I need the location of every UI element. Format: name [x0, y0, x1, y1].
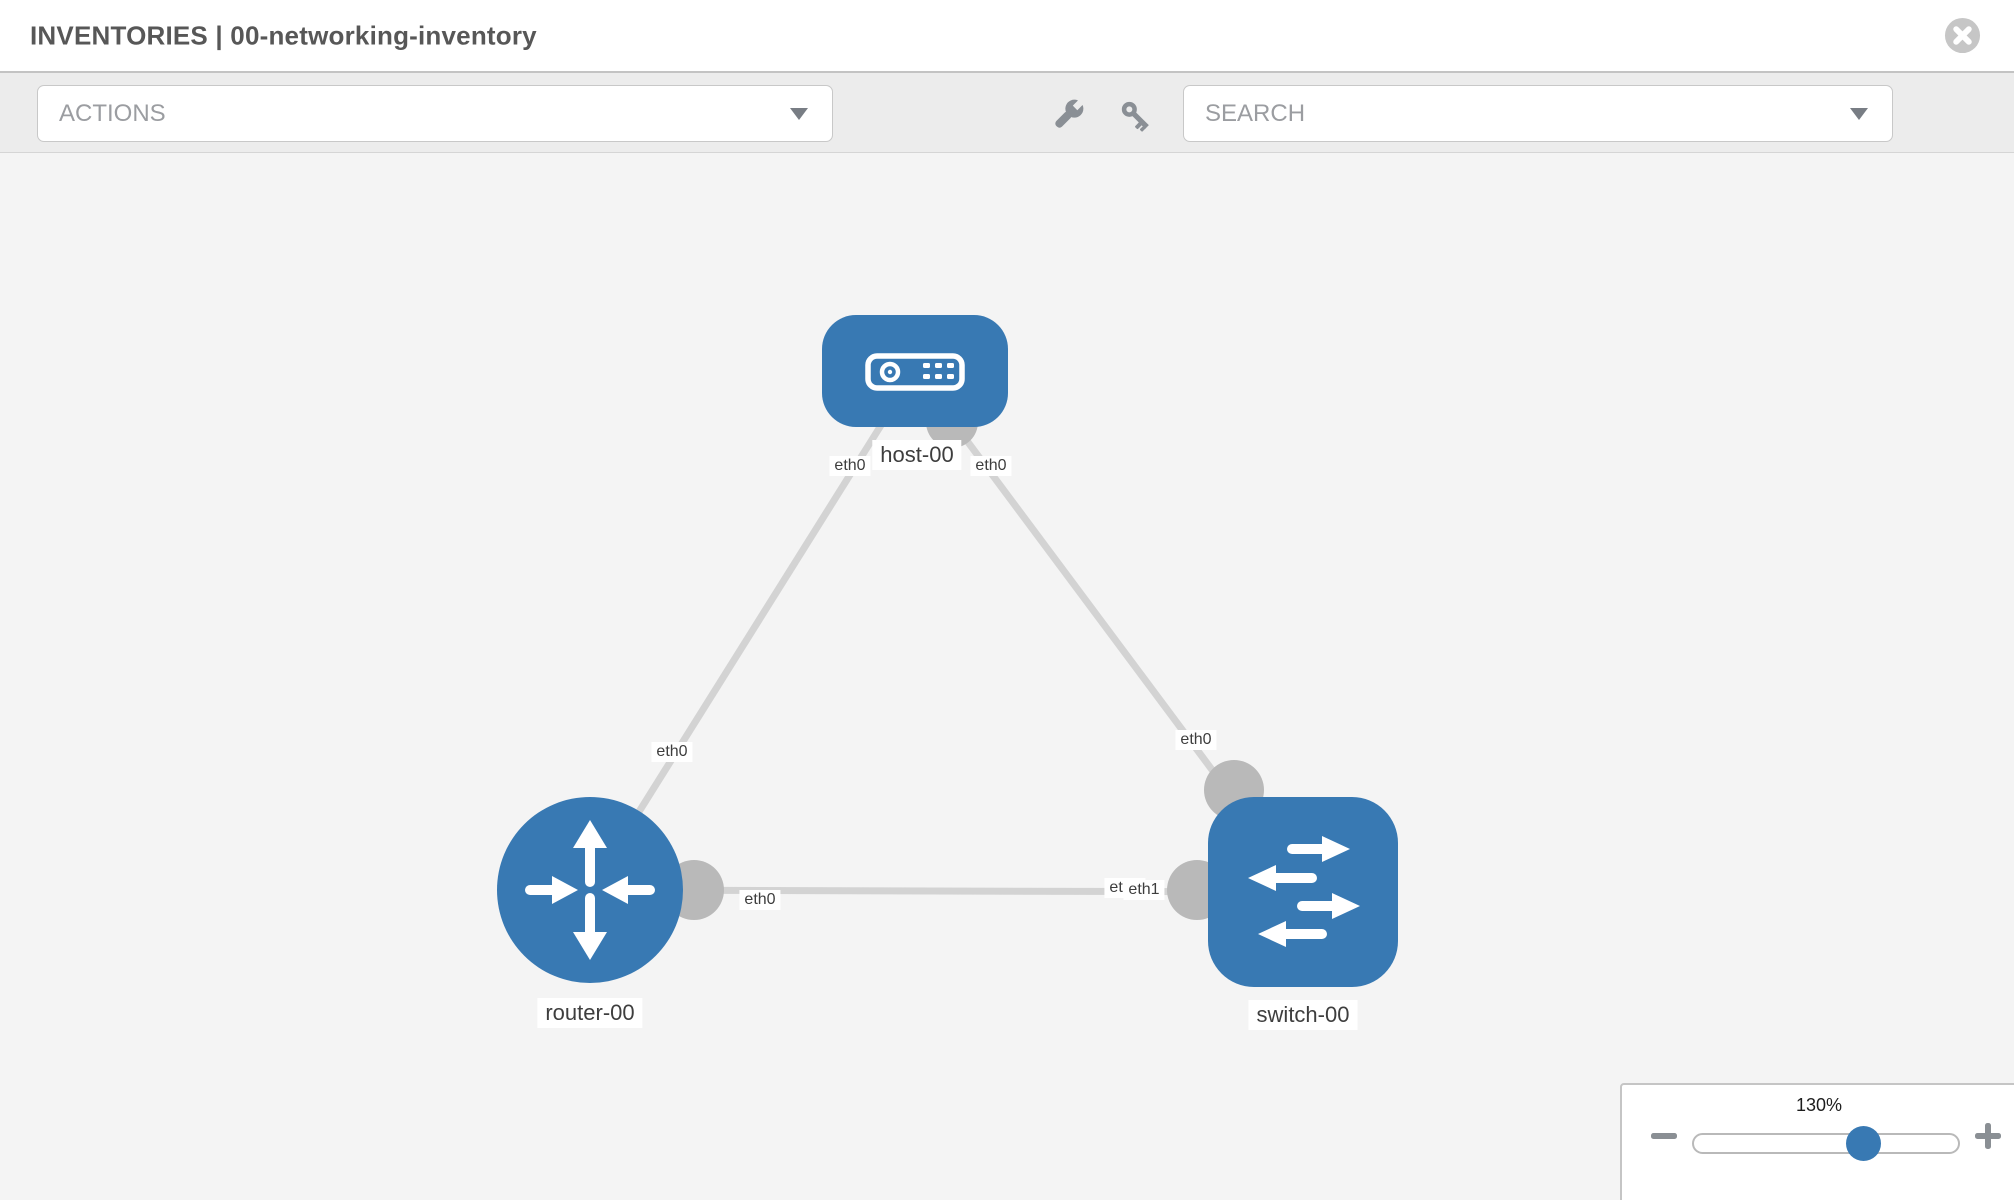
search-dropdown[interactable]: SEARCH — [1183, 85, 1893, 142]
page-title: INVENTORIES | 00-networking-inventory — [30, 20, 537, 50]
actions-dropdown-label: ACTIONS — [59, 99, 166, 127]
node-router-00[interactable] — [497, 797, 683, 983]
topology-canvas[interactable]: eth0 eth0 eth0 eth0 eth0 eth0 eth1 host-… — [0, 153, 2014, 1200]
close-icon[interactable] — [1944, 17, 1981, 54]
node-label-router-00: router-00 — [537, 998, 643, 1028]
node-switch-00[interactable] — [1208, 797, 1398, 987]
zoom-slider[interactable] — [1692, 1126, 1960, 1161]
router-icon — [525, 820, 655, 960]
actions-dropdown[interactable]: ACTIONS — [37, 85, 833, 142]
node-host-00[interactable] — [822, 315, 1008, 427]
plus-icon — [1985, 1123, 1991, 1149]
zoom-control-panel: 130% — [1620, 1083, 2014, 1200]
interface-label: eth1 — [1123, 880, 1165, 900]
key-icon[interactable] — [1111, 91, 1159, 139]
interface-label: eth0 — [970, 456, 1012, 476]
zoom-out-button[interactable] — [1649, 1121, 1679, 1151]
toolbar: ACTIONS SEARCH — [0, 71, 2014, 153]
host-icon — [865, 353, 965, 391]
topology-diagram — [497, 315, 1398, 987]
interface-label: eth0 — [739, 890, 781, 910]
chevron-down-icon — [1850, 107, 1868, 120]
search-dropdown-label: SEARCH — [1205, 99, 1306, 127]
minus-icon — [1651, 1133, 1677, 1139]
header: INVENTORIES | 00-networking-inventory — [0, 0, 2014, 71]
interface-label: eth0 — [651, 742, 693, 762]
node-label-switch-00: switch-00 — [1248, 1000, 1358, 1030]
wrench-icon[interactable] — [1044, 91, 1092, 139]
zoom-level-value: 130% — [1795, 1095, 1843, 1115]
zoom-in-button[interactable] — [1973, 1121, 2003, 1151]
zoom-slider-thumb[interactable] — [1845, 1126, 1881, 1161]
switch-icon — [1248, 836, 1360, 947]
interface-label: eth0 — [1175, 730, 1217, 750]
interface-circles — [664, 396, 1264, 920]
node-label-host-00: host-00 — [872, 440, 962, 470]
interface-label: eth0 — [829, 456, 871, 476]
chevron-down-icon — [790, 107, 808, 120]
